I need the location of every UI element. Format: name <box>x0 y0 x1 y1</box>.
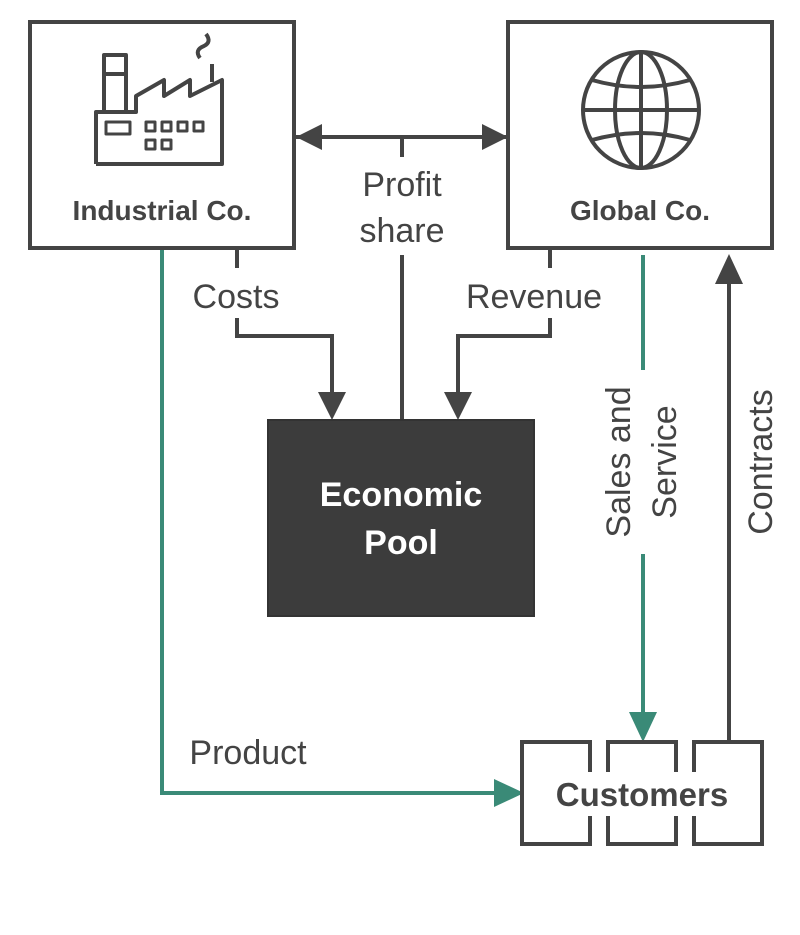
costs-label: Costs <box>193 278 280 316</box>
profit-share-connector <box>296 124 508 420</box>
industrial-co-label: Industrial Co. <box>73 195 252 226</box>
contracts-label: Contracts <box>742 389 780 535</box>
sales-service-label-line1: Sales and <box>600 386 638 537</box>
sales-service-label-line2: Service <box>646 405 684 518</box>
economic-pool-label-line1: Economic <box>320 476 482 514</box>
economic-pool-label-line2: Pool <box>364 524 438 562</box>
contracts-label-group: Contracts <box>742 374 782 550</box>
contracts-connector <box>715 254 743 742</box>
costs-connector <box>235 250 346 420</box>
product-label: Product <box>189 734 307 772</box>
globe-icon <box>581 50 701 170</box>
customers-label: Customers <box>556 776 728 813</box>
profit-share-label-line2: share <box>359 212 444 250</box>
revenue-connector <box>444 250 552 420</box>
customers-node: Customers <box>520 740 764 846</box>
economic-pool-node: Economic Pool <box>267 419 535 617</box>
industrial-co-node: Industrial Co. <box>28 20 296 250</box>
profit-share-label-line1: Profit <box>362 166 442 204</box>
factory-icon <box>94 32 224 166</box>
global-co-label: Global Co. <box>570 195 710 226</box>
sales-service-label: Sales and Service <box>600 370 690 554</box>
revenue-label: Revenue <box>466 278 602 316</box>
global-co-node: Global Co. <box>506 20 774 250</box>
product-connector <box>160 250 524 807</box>
